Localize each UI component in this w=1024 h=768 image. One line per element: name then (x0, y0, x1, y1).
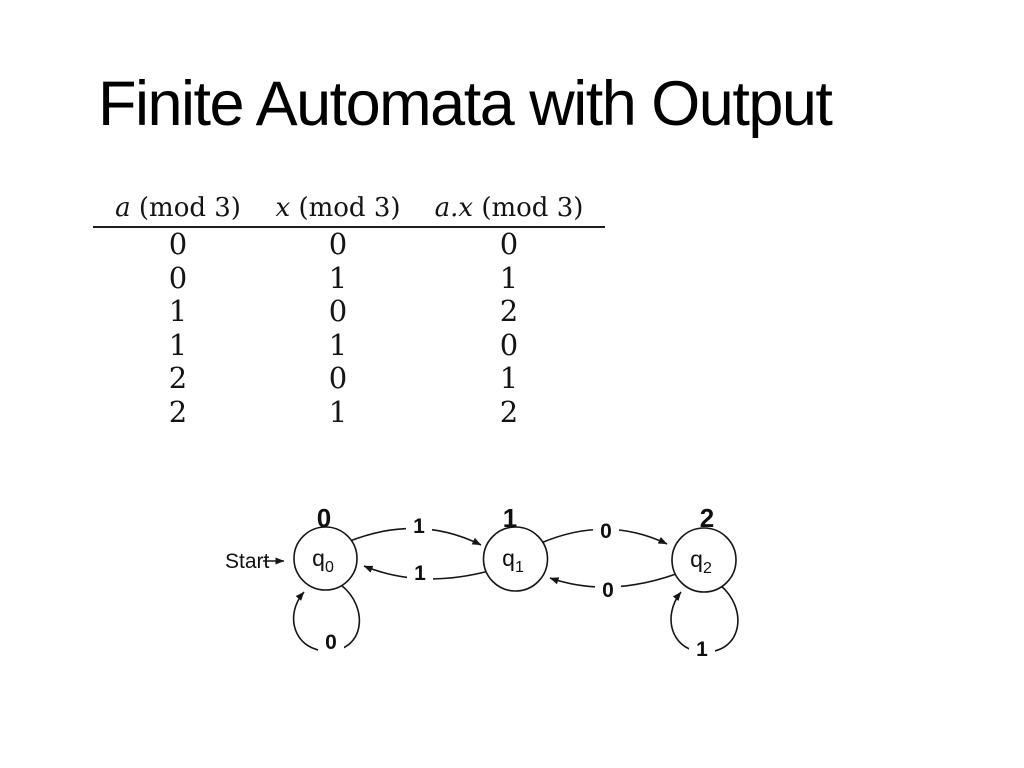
slide-title: Finite Automata with Output (98, 69, 833, 139)
table-row: 1 1 0 (93, 327, 605, 363)
state-letter: q (312, 545, 325, 571)
state-circle-q1 (482, 526, 549, 592)
state-letter: q (690, 546, 703, 572)
label-box (406, 514, 432, 537)
table-cell: 2 (499, 394, 519, 429)
state-diagram: Start q0 q1 q2 0 1 2 1 1 0 0 0 1 (225, 503, 739, 661)
start-label: Start (225, 550, 270, 573)
table-row: 0 0 0 (93, 227, 605, 262)
table-row: 0 1 1 (93, 260, 605, 296)
table-cell: 0 (328, 361, 348, 395)
self-loop-label-q0: 0 (325, 631, 337, 654)
table-cell: 1 (168, 327, 188, 362)
table-cell: 2 (168, 361, 188, 395)
label-box (593, 519, 619, 542)
table-cell: 0 (328, 294, 348, 328)
table-header-x: x(mod 3) (263, 190, 413, 226)
state-label-q0: q0 (312, 545, 334, 576)
state-circle-q0 (293, 526, 358, 591)
table-header-row: a(mod 3) x(mod 3) a.x(mod 3) (93, 190, 605, 228)
table-cell: 2 (499, 294, 519, 328)
state-subscript: 0 (325, 559, 334, 576)
header-suffix: (mod 3) (138, 193, 241, 223)
table-cell: 1 (328, 394, 348, 429)
table-cell: 0 (168, 260, 188, 295)
label-box (318, 630, 344, 653)
label-box (595, 578, 621, 601)
transition-label-q1-to-q0: 1 (414, 562, 426, 585)
table-cell: 2 (168, 394, 188, 429)
state-circle-q2 (671, 527, 737, 593)
header-suffix: (mod 3) (481, 193, 584, 223)
header-suffix: (mod 3) (298, 193, 401, 223)
output-label-q1: 1 (503, 503, 517, 533)
table-cell: 1 (499, 361, 519, 395)
mod3-multiplication-table: a(mod 3) x(mod 3) a.x(mod 3) 0 0 0 0 1 1… (93, 190, 605, 429)
transition-label-q2-to-q1: 0 (602, 579, 614, 602)
label-box (689, 637, 715, 660)
table-cell: 1 (168, 294, 188, 328)
state-subscript: 1 (515, 559, 524, 576)
output-label-q2: 2 (700, 503, 714, 533)
table-cell: 0 (328, 227, 348, 261)
header-variable: a (115, 193, 131, 223)
header-variable: a.x (434, 193, 474, 223)
self-loop-label-q2: 1 (696, 638, 708, 661)
table-cell: 0 (499, 327, 519, 362)
transition-label-q0-to-q1: 1 (413, 515, 425, 538)
header-variable: x (275, 193, 291, 223)
state-subscript: 2 (703, 560, 712, 577)
table-row: 2 0 1 (93, 361, 605, 396)
output-label-q0: 0 (317, 503, 331, 533)
table-cell: 1 (328, 260, 348, 295)
table-cell: 1 (328, 327, 348, 362)
state-label-q1: q1 (502, 545, 524, 576)
table-row: 2 1 2 (93, 394, 605, 430)
state-letter: q (502, 545, 515, 571)
table-cell: 0 (499, 227, 519, 261)
table-row: 1 0 2 (93, 294, 605, 329)
label-box (407, 561, 433, 584)
transition-label-q1-to-q2: 0 (600, 520, 612, 543)
state-label-q2: q2 (690, 546, 712, 577)
table-header-ax: a.x(mod 3) (413, 190, 605, 226)
table-cell: 1 (499, 260, 519, 295)
table-cell: 0 (168, 227, 188, 261)
table-header-a: a(mod 3) (93, 190, 263, 226)
